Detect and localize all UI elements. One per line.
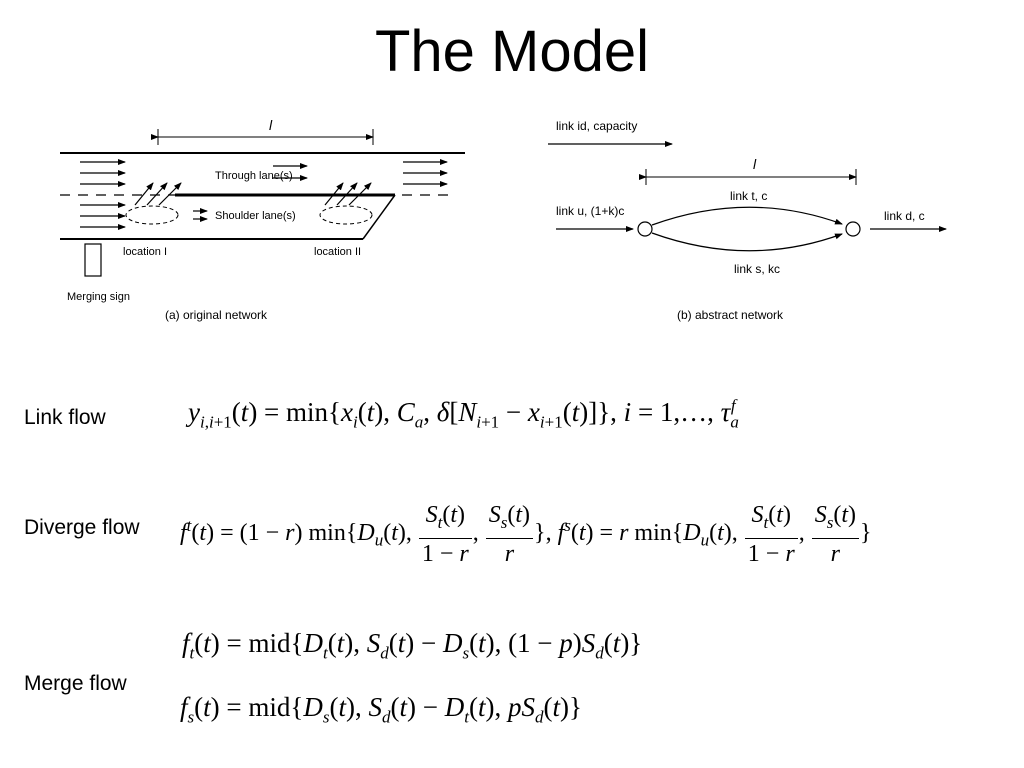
shoulder-lanes-label: Shoulder lane(s): [215, 210, 296, 222]
node-left: [637, 221, 653, 237]
link-s-label: link s, kc: [734, 262, 780, 276]
link-u-label: link u, (1+k)c: [556, 204, 624, 218]
location-2-label: location II: [314, 246, 361, 258]
caption-b: (b) abstract network: [677, 308, 784, 322]
link-d-label: link d, c: [884, 209, 925, 223]
merging-sign-icon: [84, 243, 102, 277]
original-network-diagram: l: [60, 117, 465, 322]
link-flow-label: Link flow: [24, 406, 106, 429]
node-right: [845, 221, 861, 237]
length-label-a: l: [269, 117, 273, 133]
legend-label: link id, capacity: [556, 119, 637, 133]
merge-flow-label: Merge flow: [24, 672, 127, 695]
diverge-flow-equation: ft(t) = (1 − r) min{Du(t), St(t)1 − r, S…: [180, 502, 872, 567]
abstract-network-diagram: link id, capacity l link u, (1+k)c link …: [548, 119, 947, 322]
merging-sign-label: Merging sign: [67, 291, 130, 303]
slide-title: The Model: [374, 19, 650, 84]
length-label-b: l: [753, 156, 757, 172]
caption-a: (a) original network: [165, 308, 268, 322]
diverge-flow-label: Diverge flow: [24, 516, 140, 539]
through-lanes-label: Through lane(s): [215, 170, 293, 182]
link-t-label: link t, c: [730, 189, 767, 203]
location-1-label: location I: [123, 246, 167, 258]
merge-flow-equation-t: ft(t) = mid{Dt(t), Sd(t) − Ds(t), (1 − p…: [182, 628, 643, 663]
link-flow-equation: yi,i+1(t) = min{xi(t), Ca, δ[Ni+1 − xi+1…: [188, 396, 739, 432]
merge-flow-equation-s: fs(t) = mid{Ds(t), Sd(t) − Dt(t), pSd(t)…: [180, 692, 582, 727]
